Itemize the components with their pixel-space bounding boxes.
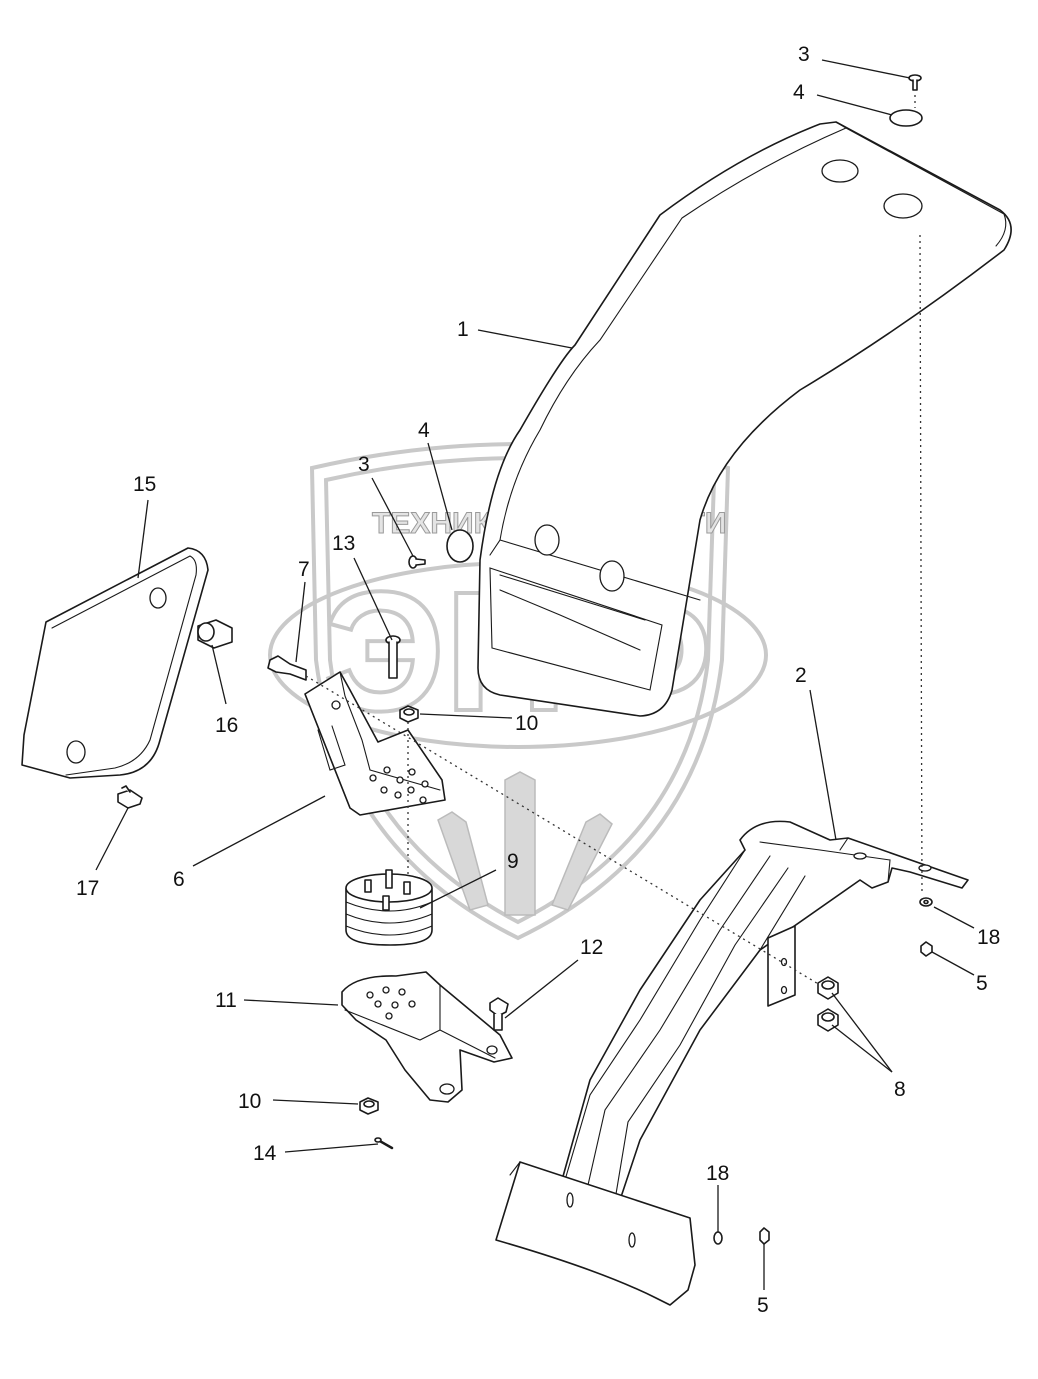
part-washer-18-bottom — [713, 1231, 723, 1245]
callout-10-low: 10 — [238, 1090, 261, 1113]
callout-4-top: 4 — [793, 81, 805, 104]
part-nuts-8 — [817, 976, 839, 1032]
callout-18-bottom: 18 — [706, 1162, 729, 1185]
part-bolt-17 — [117, 785, 143, 809]
callout-8: 8 — [894, 1078, 906, 1101]
leader-lines — [95, 59, 975, 1290]
callout-3-top: 3 — [798, 43, 810, 66]
callout-12: 12 — [580, 936, 603, 959]
part-bolt-7 — [267, 655, 307, 681]
callout-1: 1 — [457, 318, 469, 341]
callout-7: 7 — [298, 558, 310, 581]
bracket-11-holes — [366, 986, 416, 1020]
part-side-panel — [21, 547, 209, 779]
part-bracket-6 — [304, 671, 446, 816]
part-fender — [477, 121, 1012, 717]
part-nut-10-low — [359, 1097, 379, 1115]
part-screw-top — [908, 74, 922, 91]
part-washer-18-right — [919, 897, 933, 907]
part-bolt-12 — [489, 997, 509, 1031]
watermark-wheat-icon — [437, 771, 613, 916]
callout-3-mid: 3 — [358, 453, 370, 476]
part-cap-mid — [446, 529, 474, 563]
part-nut-10-mid — [399, 705, 419, 723]
part-nut-5-bottom — [759, 1227, 770, 1245]
assembly-lines — [305, 95, 923, 986]
part-bracket-11 — [341, 971, 513, 1103]
callout-6: 6 — [173, 868, 185, 891]
part-frame-2 — [495, 820, 969, 1306]
callout-2: 2 — [795, 664, 807, 687]
part-pin-14 — [374, 1137, 394, 1150]
callout-16: 16 — [215, 714, 238, 737]
callout-17: 17 — [76, 877, 99, 900]
callout-11: 11 — [215, 989, 237, 1012]
callout-9: 9 — [507, 850, 519, 873]
callout-10-mid: 10 — [515, 712, 538, 735]
callout-15: 15 — [133, 473, 156, 496]
callout-5-bottom: 5 — [757, 1294, 769, 1317]
callout-4-mid: 4 — [418, 419, 430, 442]
callout-18-right: 18 — [977, 926, 1000, 949]
callouts: 3 4 1 4 3 15 13 7 2 16 10 9 6 17 18 12 5… — [76, 43, 1000, 1317]
part-bolt-16 — [197, 619, 233, 649]
part-pin-13 — [385, 635, 401, 679]
callout-14: 14 — [253, 1142, 277, 1165]
callout-13: 13 — [332, 532, 355, 555]
part-cap-top — [889, 109, 923, 127]
part-nut-5-right — [920, 941, 933, 957]
part-damper-9 — [345, 869, 433, 946]
callout-5-right: 5 — [976, 972, 988, 995]
